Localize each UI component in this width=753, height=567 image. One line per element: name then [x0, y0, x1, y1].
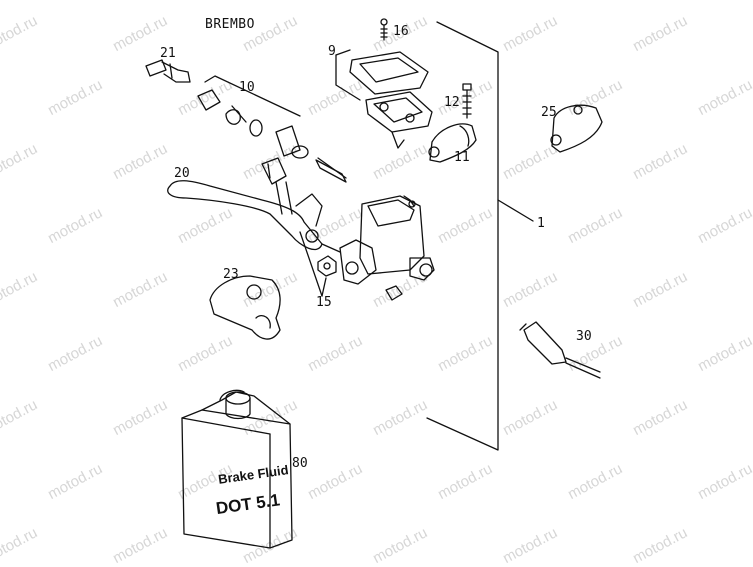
clamp-11-part [428, 123, 477, 163]
leader-line-1 [497, 199, 534, 222]
assembly-bracket-line [426, 21, 499, 451]
callout-15: 15 [316, 295, 332, 310]
master-cylinder-body [321, 195, 435, 285]
bleeder-21-part [145, 59, 191, 83]
callout-11: 11 [454, 150, 470, 165]
switch-30-part [519, 321, 601, 379]
callout-9: 9 [328, 44, 336, 59]
callout-23: 23 [223, 267, 239, 282]
screw-12-part [462, 83, 472, 119]
callout-10: 10 [239, 80, 255, 95]
callout-1: 1 [537, 216, 545, 231]
nut-15-part [299, 231, 337, 297]
bottle-label-text: Brake Fluid DOT 5.1 [215, 462, 290, 518]
callout-12: 12 [444, 95, 460, 110]
bottle-label-line1: Brake Fluid [217, 462, 289, 487]
piston-kit-10-part [197, 75, 347, 183]
callout-21: 21 [160, 46, 176, 61]
callout-20: 20 [174, 166, 190, 181]
screw-16-part [380, 18, 388, 41]
clamp-25-part [550, 104, 603, 153]
callout-25: 25 [541, 105, 557, 120]
brand-label: BREMBO [205, 17, 255, 32]
bottle-label-line2: DOT 5.1 [215, 490, 281, 518]
callout-80: 80 [292, 456, 308, 471]
lever-20-part [167, 157, 323, 251]
callout-16: 16 [393, 24, 409, 39]
cover-23-part [209, 275, 281, 340]
set-screw-part [385, 285, 403, 301]
brake-fluid-bottle-80-part [181, 389, 293, 549]
reservoir-cover-9-part [335, 49, 433, 149]
callout-30: 30 [576, 329, 592, 344]
